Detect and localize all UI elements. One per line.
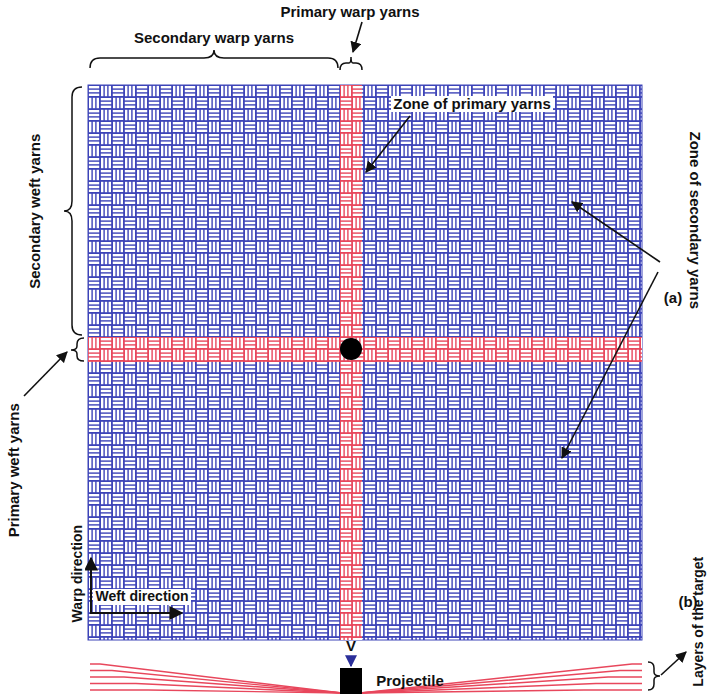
layer-line xyxy=(90,664,342,693)
part-label: Projectile xyxy=(374,673,446,690)
direction-arrows xyxy=(90,558,182,613)
part-label: Primary weft yarns xyxy=(6,401,23,539)
direction-label: Warp direction xyxy=(70,523,85,625)
secondary-yarn-zone xyxy=(88,85,642,640)
primary-warp-band xyxy=(340,85,362,640)
layer-line xyxy=(360,690,642,693)
part-label: Secondary warp yarns xyxy=(132,30,296,47)
layer-line xyxy=(90,671,342,694)
part-label: Layers of the target xyxy=(691,555,706,689)
panel-label: (a) xyxy=(662,290,684,307)
part-label: Primary warp yarns xyxy=(278,4,421,21)
projectile-shape xyxy=(340,668,362,694)
layer-line xyxy=(90,677,342,693)
target-layers xyxy=(90,664,642,693)
zone-label: Zone of secondary yarns xyxy=(687,129,704,311)
braces xyxy=(64,50,660,690)
zone-label: Zone of primary yarns xyxy=(391,96,553,113)
leader-arrows xyxy=(24,22,686,675)
direction-label: Weft direction xyxy=(93,589,190,604)
layer-line xyxy=(90,690,342,693)
velocity-arrow xyxy=(350,656,352,666)
impact-point xyxy=(340,338,362,360)
layer-line xyxy=(90,684,342,694)
part-label: Secondary weft yarns xyxy=(28,131,45,290)
layer-line xyxy=(360,664,642,693)
primary-weft-band xyxy=(88,337,642,362)
velocity-label: V xyxy=(344,638,358,655)
layer-line xyxy=(360,671,642,694)
